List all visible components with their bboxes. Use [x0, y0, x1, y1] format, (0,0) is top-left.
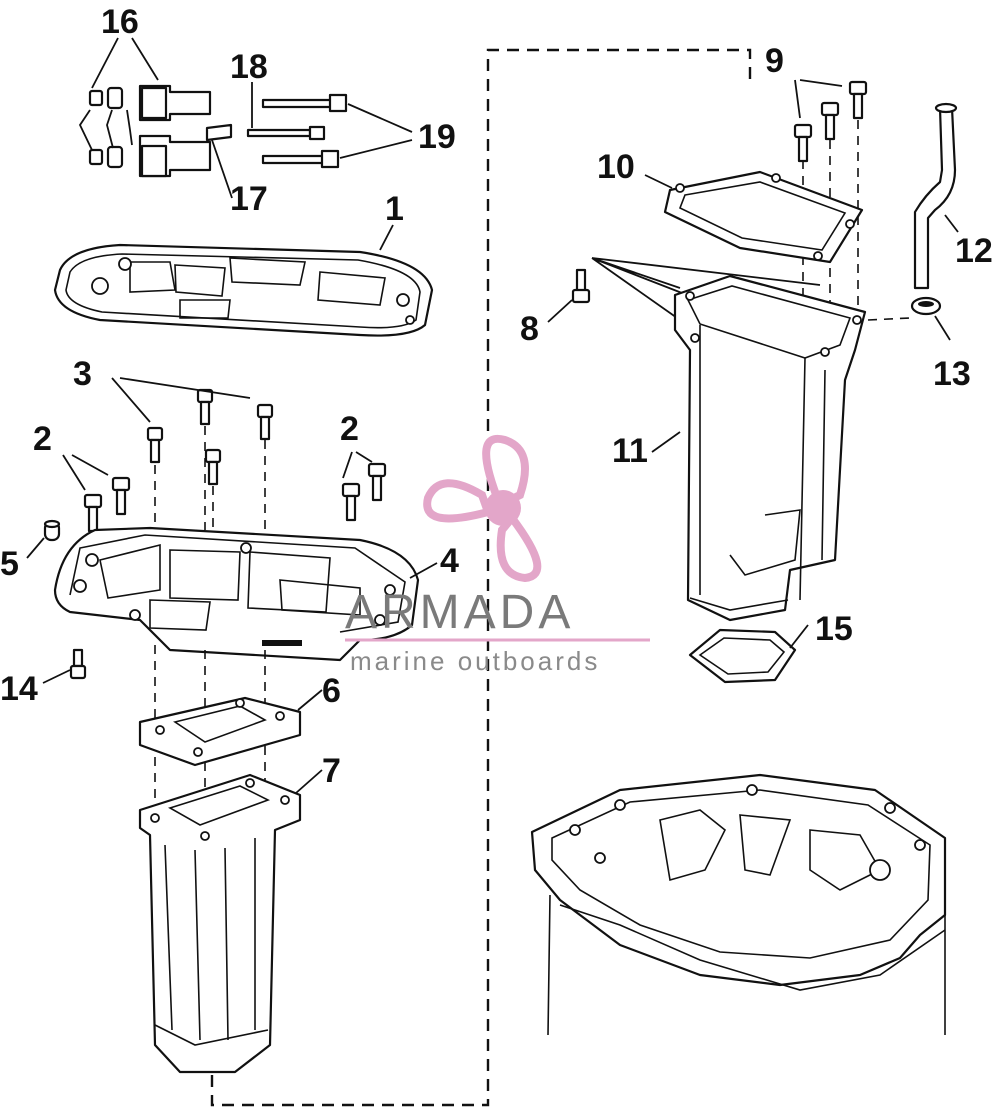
part-17-sleeve	[205, 123, 233, 142]
assembly-boundary	[210, 48, 752, 1107]
part-10-gasket	[663, 170, 864, 264]
part-18-bolt	[246, 125, 326, 141]
callout-1: 1	[385, 190, 404, 228]
part-5-dowel	[43, 519, 61, 542]
part-1-gasket	[53, 243, 434, 337]
callout-8: 8	[520, 310, 539, 348]
callout-17: 17	[230, 180, 268, 218]
callout-7: 7	[322, 752, 341, 790]
callout-2-right: 2	[340, 410, 359, 448]
callout-6: 6	[322, 672, 341, 710]
callout-11: 11	[612, 432, 648, 470]
part-13-grommet	[910, 296, 942, 316]
part-4-adapter-plate	[53, 526, 420, 662]
callout-14: 14	[0, 670, 38, 708]
watermark-subtitle: marine outboards	[350, 646, 600, 676]
callout-9: 9	[765, 42, 784, 80]
part-16-fittings	[88, 84, 212, 178]
part-8-bolt	[571, 268, 591, 304]
part-12-hose	[913, 102, 958, 290]
callout-3: 3	[73, 355, 92, 393]
callout-5: 5	[0, 545, 19, 583]
part-7-exhaust-tube	[138, 773, 302, 1074]
watermark-logo: ARMADA marine outboards	[345, 434, 650, 676]
part-3-bolts	[146, 388, 274, 486]
part-14-bolt	[69, 648, 87, 680]
callout-18: 18	[230, 48, 268, 86]
propeller-icon	[423, 434, 542, 583]
midsection-housing	[530, 773, 947, 1036]
callout-15: 15	[815, 610, 853, 648]
callout-4: 4	[440, 542, 459, 580]
callout-2-left: 2	[33, 420, 52, 458]
callout-13: 13	[933, 355, 971, 393]
part-19-bolts	[261, 93, 348, 169]
callout-10: 10	[597, 148, 635, 186]
part-11-exhaust-housing	[673, 274, 867, 622]
callout-19: 19	[418, 118, 456, 156]
part-6-gasket	[138, 696, 302, 767]
watermark-title: ARMADA	[345, 586, 574, 639]
callout-16: 16	[101, 3, 139, 41]
part-2-bolts	[83, 462, 387, 533]
callout-12: 12	[955, 232, 993, 270]
part-9-bolts	[793, 80, 868, 163]
part-15-seal	[688, 628, 797, 684]
